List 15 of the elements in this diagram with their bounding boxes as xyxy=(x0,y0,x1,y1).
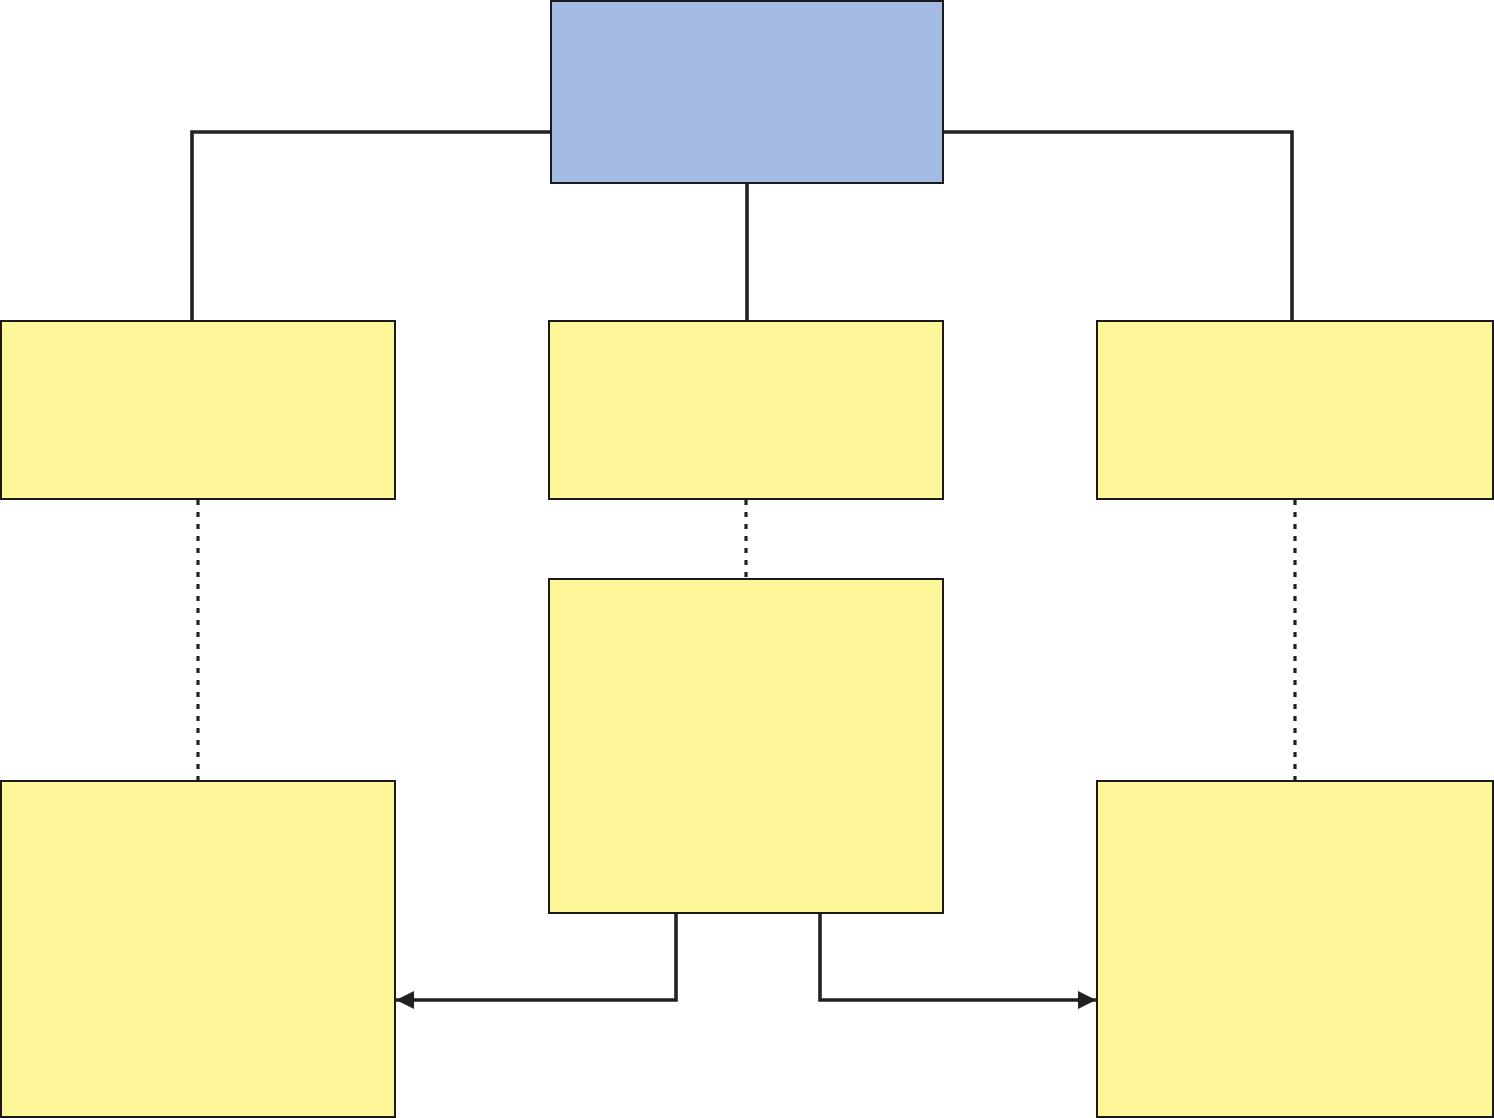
process-box xyxy=(0,320,396,500)
dashed-line xyxy=(196,500,200,780)
connector-line xyxy=(745,184,749,320)
arrow xyxy=(818,914,1096,1009)
process-box xyxy=(1096,780,1494,1118)
process-box xyxy=(1096,320,1494,500)
process-box xyxy=(548,578,944,914)
process-box xyxy=(0,780,396,1118)
connector-line xyxy=(190,130,550,320)
dashed-line xyxy=(744,500,748,578)
arrow xyxy=(396,914,678,1009)
process-box xyxy=(548,320,944,500)
process-box xyxy=(550,0,944,184)
dashed-line xyxy=(1293,500,1297,780)
connector-line xyxy=(944,130,1294,320)
